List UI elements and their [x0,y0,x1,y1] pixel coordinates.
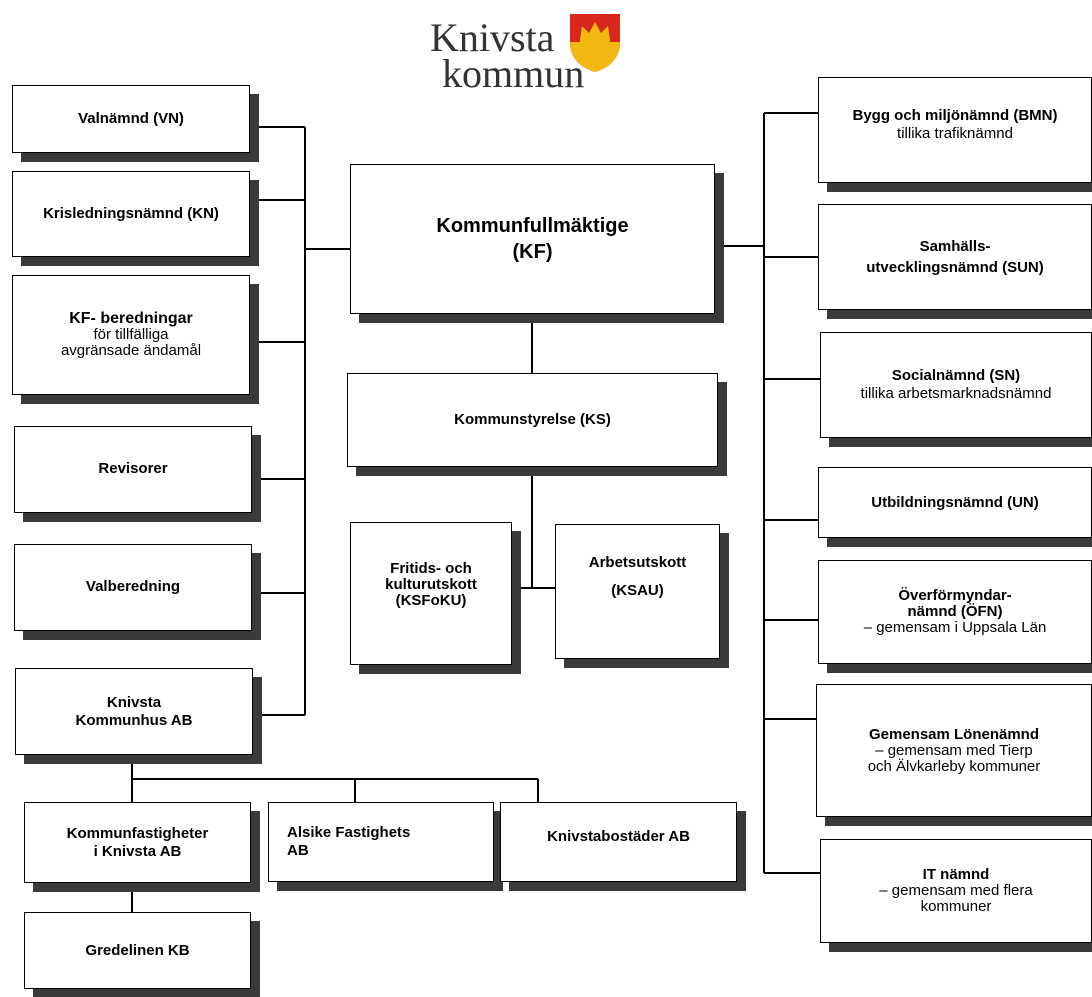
alsike-fastighets-box: Alsike Fastighets AB [268,802,494,882]
samhallsutveckling-box: Samhälls- utvecklingsnämnd (SUN) [818,204,1092,310]
kfab-line2: i Knivsta AB [93,842,182,860]
gln-sub2: och Älvkarleby kommuner [867,757,1041,775]
alsike-line2: AB [287,842,309,859]
bmn-sub: tillika trafiknämnd [897,125,1013,142]
kn-title: Krisledningsnämnd (KN) [43,205,219,222]
ksau-line1: Arbetsutskott [588,554,687,571]
it-title: IT nämnd [922,866,990,883]
kfab-line1: Kommunfastigheter [66,824,209,842]
gredelinen-box: Gredelinen KB [24,912,251,989]
gln-sub1: – gemensam med Tierp [875,741,1033,759]
socialnamnd-box: Socialnämnd (SN) tillika arbetsmarknadsn… [820,332,1092,438]
ofn-line1: Överförmyndar- [898,587,1012,604]
un-title: Utbildningsnämnd (UN) [871,493,1039,511]
gredelinen-title: Gredelinen KB [85,941,190,959]
kkab-line1: Knivsta [106,693,162,711]
ksfoku-line1: Fritids- och [390,560,472,577]
kommunfastigheter-box: Kommunfastigheter i Knivsta AB [24,802,251,883]
sn-title: Socialnämnd (SN) [891,367,1021,384]
kommunstyrelse-box: Kommunstyrelse (KS) [347,373,718,467]
valberedning-box: Valberedning [14,544,252,631]
overformyndarnamnd-box: Överförmyndar- nämnd (ÖFN) – gemensam i … [818,560,1092,664]
kkab-line2: Kommunhus AB [75,711,193,729]
sn-sub: tillika arbetsmarknadsnämnd [860,385,1052,402]
ksfoku-line3: (KSFoKU) [395,592,467,609]
valnamnd-box: Valnämnd (VN) [12,85,250,153]
ksfoku-box: Fritids- och kulturutskott (KSFoKU) [350,522,512,665]
vn-title: Valnämnd (VN) [78,110,184,127]
it-namnd-box: IT nämnd – gemensam med flera kommuner [820,839,1092,943]
logo-text-knivsta: Knivsta [430,15,555,60]
ksfoku-line2: kulturutskott [385,576,477,593]
sun-line2: utvecklingsnämnd (SUN) [866,258,1044,276]
gemensam-lonenamnd-box: Gemensam Lönenämnd – gemensam med Tierp … [816,684,1092,817]
it-sub1: – gemensam med flera [879,882,1033,899]
kfb-line2: för tillfälliga [93,326,169,343]
kbost-title: Knivstabostäder AB [547,828,690,845]
kommunfullmaktige-box: Kommunfullmäktige (KF) [350,164,715,314]
ks-title: Kommunstyrelse (KS) [454,411,611,428]
logo-text-kommun: kommun [442,51,585,96]
krisledningsnamnd-box: Krisledningsnämnd (KN) [12,171,250,257]
kfb-line3: avgränsade ändamål [60,342,202,359]
rev-title: Revisorer [98,460,168,477]
crest-icon [570,14,620,72]
revisorer-box: Revisorer [14,426,252,513]
utbildningsnamnd-box: Utbildningsnämnd (UN) [818,467,1092,538]
it-sub2: kommuner [920,898,992,915]
ofn-sub: – gemensam i Uppsala Län [863,619,1047,636]
bygg-miljonamnd-box: Bygg och miljönämnd (BMN) tillika trafik… [818,77,1092,183]
alsike-line1: Alsike Fastighets [287,824,411,841]
gln-title: Gemensam Lönenämnd [868,725,1040,743]
kf-beredningar-box: KF- beredningar för tillfälliga avgränsa… [12,275,250,395]
knivsta-logo: Knivsta kommun [428,8,628,103]
knivstabostader-box: Knivstabostäder AB [500,802,737,882]
kfb-title: KF- beredningar [69,310,193,327]
kf-title: Kommunfullmäktige [436,215,629,237]
kf-abbr: (KF) [512,241,553,263]
sun-line1: Samhälls- [919,237,991,255]
knivsta-kommunhus-box: Knivsta Kommunhus AB [15,668,253,755]
ksau-box: Arbetsutskott (KSAU) [555,524,720,659]
ksau-line2: (KSAU) [611,582,664,599]
ofn-line2: nämnd (ÖFN) [907,603,1003,620]
valb-title: Valberedning [85,578,181,595]
bmn-title: Bygg och miljönämnd (BMN) [852,107,1058,124]
